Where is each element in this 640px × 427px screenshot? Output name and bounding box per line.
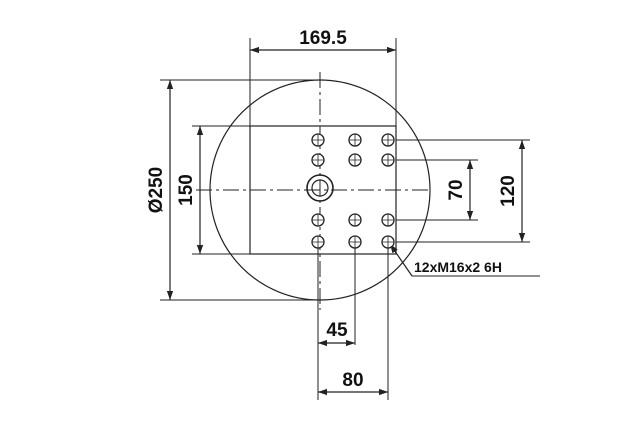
center-bore-inner [311, 179, 329, 197]
dim-label-70: 70 [446, 179, 467, 200]
dim-label-150: 150 [176, 174, 197, 206]
callout-leader [389, 243, 413, 277]
thread-callout: 12xM16x2 6H [414, 259, 502, 275]
dim-label-250: Ø250 [146, 167, 167, 213]
dim-label-120: 120 [498, 175, 519, 207]
center-bore-outer [306, 174, 334, 202]
dim-label-45: 45 [326, 320, 348, 341]
dim-label-169-5: 169.5 [299, 28, 347, 49]
dim-label-80: 80 [342, 370, 363, 391]
